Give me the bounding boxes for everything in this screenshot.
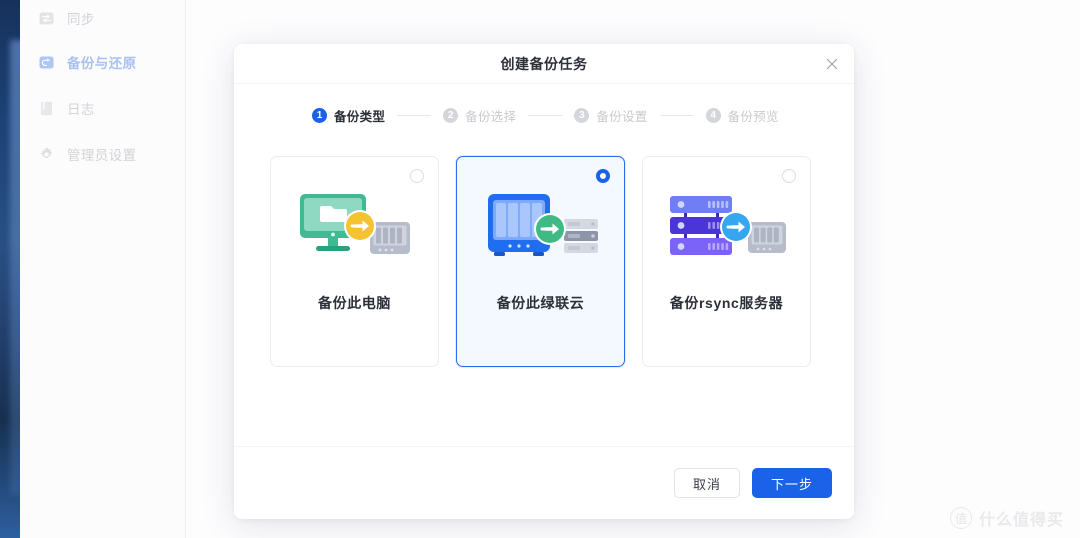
dialog-footer: 取消 下一步	[234, 446, 854, 519]
cancel-button[interactable]: 取消	[674, 468, 740, 498]
radio-selected[interactable]	[596, 169, 610, 183]
create-backup-task-dialog: 创建备份任务 1 备份类型 2 备份选择 3 备份设置	[234, 44, 854, 519]
sidebar: 同步 备份与还原 日志	[20, 0, 186, 538]
sidebar-item-label: 同步	[67, 12, 95, 27]
step-number: 3	[574, 108, 590, 123]
sidebar-item-backup-restore[interactable]: 备份与还原	[30, 47, 175, 77]
watermark-text: 什么值得买	[978, 512, 1064, 529]
backup-icon	[38, 54, 55, 71]
step-label: 备份选择	[465, 110, 517, 124]
option-card-label: 备份此绿联云	[496, 295, 585, 311]
option-card-backup-this-ugreen-cloud[interactable]: 备份此绿联云	[456, 156, 625, 367]
sidebar-item-label: 日志	[67, 102, 95, 117]
step-number: 2	[443, 108, 459, 123]
option-card-backup-rsync-server[interactable]: 备份rsync服务器	[642, 156, 811, 367]
step-label: 备份类型	[334, 110, 386, 124]
computer-to-nas-icon	[292, 188, 418, 266]
log-icon	[38, 100, 55, 117]
next-step-button[interactable]: 下一步	[752, 468, 832, 498]
radio-unselected[interactable]	[782, 169, 796, 183]
step-connector	[528, 115, 563, 116]
step-connector	[397, 115, 432, 116]
sidebar-item-label: 备份与还原	[67, 56, 137, 71]
option-card-label: 备份rsync服务器	[669, 295, 784, 311]
stepper: 1 备份类型 2 备份选择 3 备份设置 4 备份预览	[234, 106, 854, 125]
step-number: 4	[705, 108, 721, 123]
radio-unselected[interactable]	[410, 169, 424, 183]
step-backup-type[interactable]: 1 备份类型	[312, 106, 385, 125]
server-to-nas-icon	[664, 188, 790, 266]
nas-to-server-icon	[478, 188, 604, 266]
dialog-title: 创建备份任务	[500, 55, 588, 72]
sidebar-item-sync[interactable]: 同步	[30, 3, 175, 33]
dialog-header: 创建备份任务	[234, 44, 854, 84]
step-backup-selection[interactable]: 2 备份选择	[443, 106, 516, 125]
sidebar-item-log[interactable]: 日志	[30, 93, 175, 123]
close-icon[interactable]	[822, 54, 842, 74]
step-label: 备份预览	[727, 110, 779, 124]
backup-type-options: 备份此电脑	[234, 156, 854, 367]
gear-icon	[38, 146, 55, 163]
app-window: 同步 备份与还原 日志	[20, 0, 1080, 538]
step-connector	[659, 115, 694, 116]
option-card-label: 备份此电脑	[318, 295, 391, 311]
sidebar-item-admin-settings[interactable]: 管理员设置	[30, 139, 175, 169]
sidebar-item-label: 管理员设置	[67, 148, 137, 163]
watermark: 值 什么值得买	[949, 506, 1064, 530]
step-backup-settings[interactable]: 3 备份设置	[574, 106, 647, 125]
step-backup-preview[interactable]: 4 备份预览	[705, 106, 779, 125]
watermark-logo-icon: 值	[949, 507, 972, 529]
sync-icon	[38, 10, 55, 27]
option-card-backup-this-computer[interactable]: 备份此电脑	[270, 156, 439, 367]
step-label: 备份设置	[596, 110, 648, 124]
step-number: 1	[312, 108, 327, 123]
